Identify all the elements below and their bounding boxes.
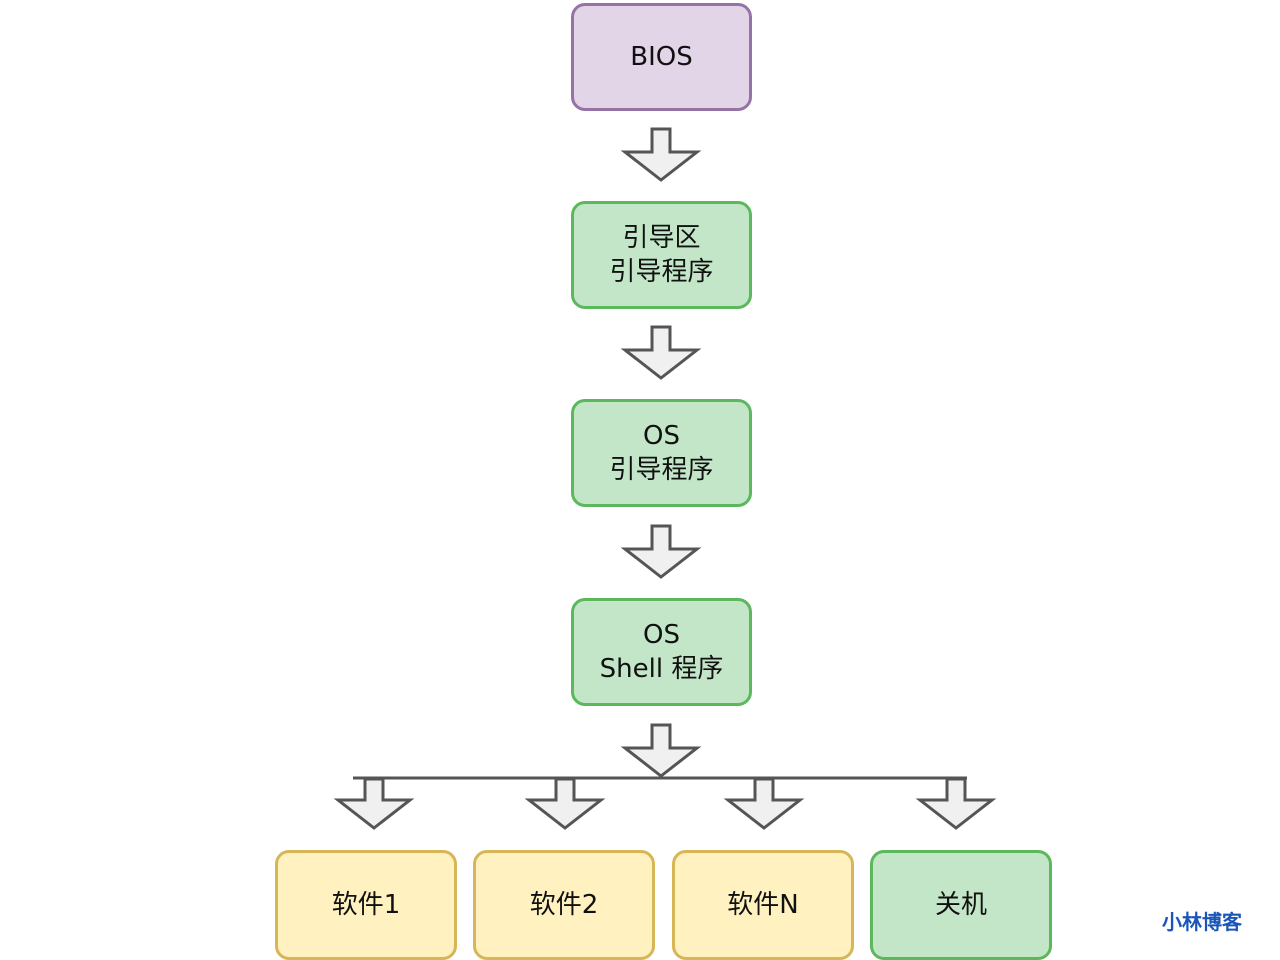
node-software-2: 软件2 [473,850,655,960]
node-boot-sector-line-1: 引导区 [622,223,701,253]
node-bios: BIOS [571,3,752,111]
node-os-shell-line-2: Shell 程序 [599,654,724,684]
arrow-to-shutdown [915,777,997,830]
node-software-n-label: 软件N [727,890,799,920]
node-os-shell: OS Shell 程序 [571,598,752,706]
node-software-n: 软件N [672,850,854,960]
arrow-os-shell-to-branch [620,723,702,778]
node-software-2-label: 软件2 [529,890,599,920]
node-os-loader: OS 引导程序 [571,399,752,507]
node-software-1: 软件1 [275,850,457,960]
node-boot-sector: 引导区 引导程序 [571,201,752,309]
node-shutdown-label: 关机 [934,890,987,920]
node-os-shell-line-1: OS [643,620,680,650]
node-software-1-label: 软件1 [331,890,401,920]
node-os-loader-line-1: OS [643,421,680,451]
node-os-loader-line-2: 引导程序 [609,455,714,485]
arrow-to-software-n [723,777,805,830]
node-shutdown: 关机 [870,850,1052,960]
node-boot-sector-line-2: 引导程序 [609,257,714,287]
arrow-to-software-2 [524,777,606,830]
arrow-bios-to-boot-sector [620,127,702,182]
arrow-os-loader-to-os-shell [620,524,702,579]
arrow-to-software-1 [333,777,415,830]
arrow-boot-sector-to-os-loader [620,325,702,380]
watermark: 小林博客 [1162,910,1242,934]
node-bios-label: BIOS [630,42,693,72]
